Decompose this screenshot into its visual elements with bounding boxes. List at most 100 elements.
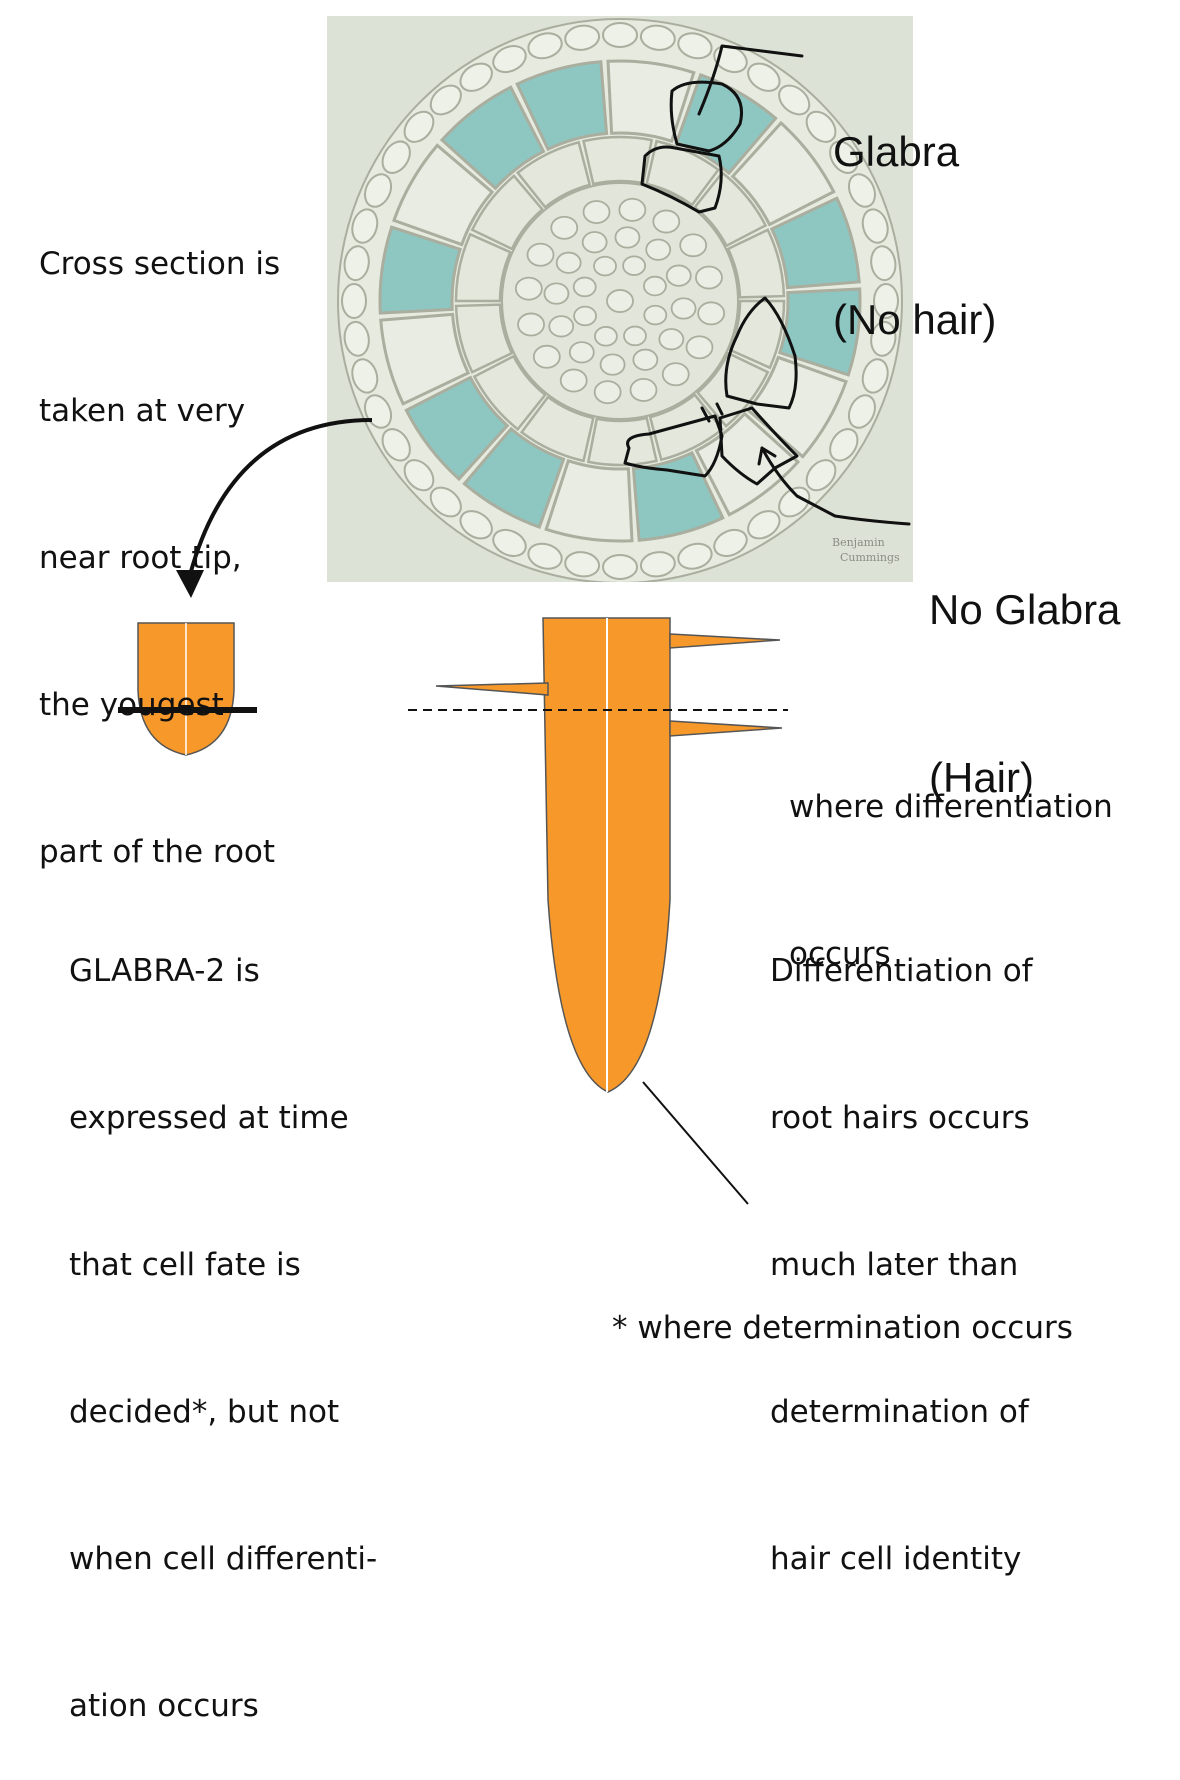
stele-cell: [685, 335, 714, 360]
epidermal-cell: [713, 528, 748, 557]
epidermal-cell: [459, 510, 493, 540]
epidermal-cell: [429, 486, 462, 518]
stele-cell: [568, 341, 595, 364]
cross-section-note-line-5: part of the root: [39, 834, 276, 870]
epidermal-cell: [403, 110, 435, 143]
epidermal-cell: [778, 84, 811, 116]
stele-cell: [555, 251, 582, 274]
watermark-line-2: Cummings: [840, 551, 900, 564]
epidermal-cell: [778, 486, 811, 518]
cross-section-note-line-3: near root tip,: [39, 540, 242, 576]
stele-cell: [645, 238, 672, 261]
inner-cortex-cell: [693, 171, 768, 248]
stele-cell: [697, 301, 726, 326]
epidermal-cell: [805, 110, 837, 143]
determination-label: * where determination occurs: [612, 1206, 1073, 1402]
root-hair-left: [435, 682, 549, 696]
glabra2-note-line-2: expressed at time: [69, 1100, 349, 1136]
cross-section-note: Cross section is taken at very near root…: [39, 142, 280, 926]
epidermal-cell: [459, 62, 493, 92]
stele-cell: [670, 297, 697, 320]
stele-cell: [632, 348, 659, 371]
epidermal-cell: [639, 24, 676, 51]
epidermal-cell: [747, 510, 781, 540]
glabra2-note-line-3: that cell fate is: [69, 1247, 301, 1283]
epidermal-cell: [343, 320, 370, 357]
epidermal-cell: [403, 459, 435, 492]
epidermal-cell: [381, 140, 411, 174]
root-diagrams: [118, 418, 788, 1205]
stele-cell: [594, 326, 618, 347]
inner-cortex-cell: [470, 174, 545, 251]
cross-section-note-line-2: taken at very: [39, 393, 246, 429]
inner-cortex-cell: [582, 135, 654, 186]
stele-cell: [572, 276, 597, 298]
stele-cell: [550, 215, 579, 240]
inner-cortex-cell: [645, 139, 721, 207]
inner-cortex-cell: [586, 416, 658, 467]
stele-cell: [658, 328, 685, 351]
stele-cell: [661, 362, 690, 387]
glabra2-note-line-1: GLABRA-2 is: [69, 953, 260, 989]
root-hairs-note-line-1: Differentiation of: [770, 953, 1033, 989]
epidermal-cell: [677, 32, 713, 60]
cortex-ring: [378, 59, 862, 543]
root-hair-upper-right: [669, 633, 781, 649]
stele-cell: [514, 276, 543, 301]
epidermal-cell: [829, 140, 859, 174]
no-glabra-label-line-2: (Hair): [929, 754, 1034, 801]
epidermal-cell: [351, 208, 379, 244]
cortex-cell: [777, 287, 862, 377]
stele-cell: [581, 231, 608, 254]
root-hairs-note-line-2: root hairs occurs: [770, 1100, 1030, 1136]
watermark: Benjamin Cummings: [832, 536, 900, 564]
inner-cortex-cell: [454, 303, 514, 374]
cortex-cell: [769, 196, 861, 290]
stele-cell: [548, 315, 575, 338]
cortex-cell: [544, 458, 634, 543]
stele-cell: [606, 289, 634, 313]
epidermal-cell: [527, 32, 563, 60]
differentiation-label-line-1: where differentiation: [789, 789, 1113, 825]
cortex-cell: [439, 85, 546, 191]
epidermal-cell: [870, 320, 897, 357]
root-hair-lower-right: [669, 720, 783, 737]
cortex-cell: [404, 375, 510, 482]
cortex-cell: [745, 355, 848, 459]
glabra2-note-line-6: ation occurs: [69, 1688, 259, 1724]
glabra2-note: GLABRA-2 is expressed at time that cell …: [69, 849, 377, 1780]
cortex-cell: [462, 426, 566, 529]
cortex-cell: [392, 143, 495, 247]
epidermal-cell: [829, 428, 859, 462]
pointer-arrow-head: [176, 570, 204, 598]
stele-cell: [652, 209, 681, 234]
determination-pointer-line: [642, 1081, 749, 1205]
root-cross-section-micrograph: Benjamin Cummings: [327, 16, 913, 582]
stele-cell: [643, 304, 668, 326]
inner-cortex-cell: [727, 299, 786, 370]
epidermal-cell: [602, 554, 638, 580]
stele-cell: [559, 368, 588, 393]
inner-cortex-cell: [454, 232, 513, 303]
inner-cortex-cell: [695, 351, 770, 428]
epidermal-cell: [805, 459, 837, 492]
cortex-cell: [378, 225, 463, 315]
cortex-cell: [379, 312, 471, 406]
epidermal-cell: [564, 551, 601, 578]
pointer-arrow-curve: [188, 418, 373, 576]
stele-cell: [618, 197, 647, 222]
no-glabra-label: No Glabra (Hair): [929, 470, 1120, 862]
epidermal-cell: [429, 84, 462, 116]
epidermal-cell: [639, 551, 676, 578]
epidermal-cell: [861, 208, 889, 244]
epidermal-cell: [492, 528, 527, 557]
watermark-line-1: Benjamin: [832, 536, 885, 549]
cortex-cell: [730, 120, 836, 227]
inner-cortex-cell: [515, 140, 592, 209]
glabra-label: Glabra (No hair): [833, 12, 996, 404]
epidermal-cell: [364, 173, 393, 208]
epidermal-cell: [381, 428, 411, 462]
root-hairs-note-line-5: hair cell identity: [770, 1541, 1022, 1577]
determination-label-line: * where determination occurs: [612, 1310, 1073, 1346]
differentiation-label: where differentiation occurs: [789, 685, 1113, 1028]
